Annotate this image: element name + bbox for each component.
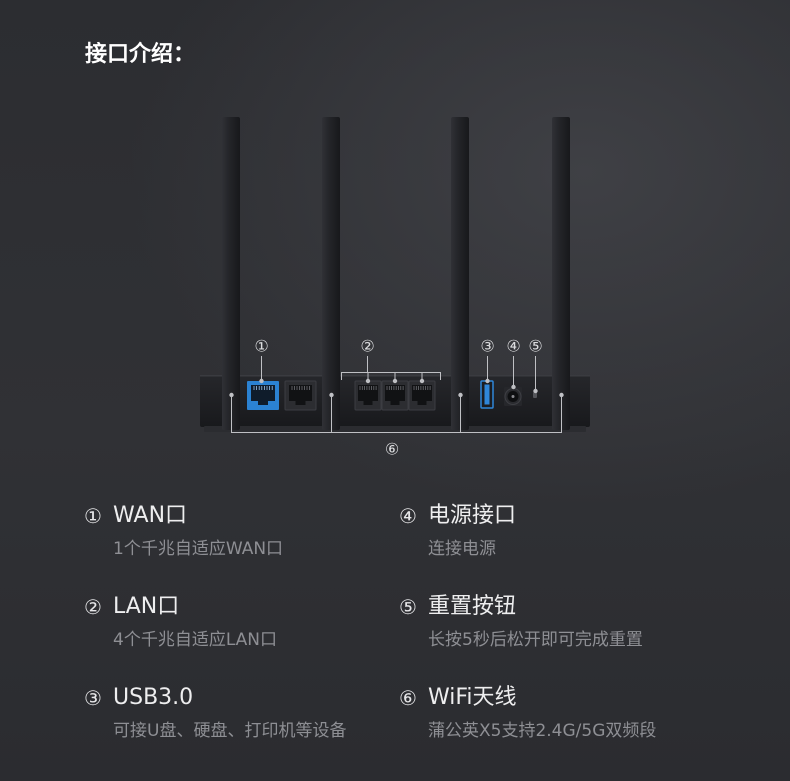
item-heading: ① WAN口: [84, 503, 187, 529]
lan-port-3: [381, 380, 409, 411]
callout-dot-antenna-3: [458, 392, 463, 398]
item-heading: ② LAN口: [84, 594, 179, 620]
interface-item-reset: ⑤ 重置按钮 长按5秒后松开即可完成重置: [399, 594, 719, 656]
interface-item-wan: ① WAN口 1个千兆自适应WAN口: [84, 503, 404, 565]
lan-port-pins: [291, 386, 310, 390]
callout-bracket-lan: [341, 372, 441, 380]
wan-port: [247, 381, 279, 410]
item-heading: ⑤ 重置按钮: [399, 594, 516, 620]
interface-item-usb: ③ USB3.0 可接U盘、硬盘、打印机等设备: [84, 685, 404, 747]
item-number: ⑤: [399, 595, 417, 619]
wan-port-latch: [258, 400, 268, 405]
callout-dot-wan: [259, 378, 264, 384]
reset-button: [533, 392, 537, 398]
callout-label-usb: ③: [480, 337, 494, 356]
power-port: [504, 387, 522, 406]
callout-label-wan: ①: [254, 337, 268, 356]
callout-dot-usb: [485, 378, 490, 384]
item-description: 可接U盘、硬盘、打印机等设备: [113, 721, 347, 741]
callout-label-reset: ⑤: [528, 337, 542, 356]
item-title: WAN口: [113, 503, 188, 528]
interface-item-antenna: ⑥ WiFi天线 蒲公英X5支持2.4G/5G双频段: [399, 685, 719, 747]
antenna-1: [222, 117, 240, 430]
callout-dot-lan-2: [365, 378, 371, 384]
item-title: 电源接口: [428, 503, 517, 528]
router-body-base: [204, 426, 586, 432]
interface-item-power: ④ 电源接口 连接电源: [399, 503, 719, 565]
callout-label-power: ④: [506, 337, 520, 356]
item-heading: ④ 电源接口: [399, 503, 516, 529]
callout-dot-lan-4: [419, 378, 425, 384]
item-title: LAN口: [113, 594, 180, 619]
lan-port-pins: [386, 386, 404, 390]
item-number: ③: [84, 686, 102, 710]
usb-port-tongue: [484, 384, 490, 405]
wan-port-socket: [251, 385, 275, 401]
callout-label-antenna: ⑥: [385, 440, 399, 459]
callout-bracket-antenna: [231, 397, 562, 433]
item-description: 长按5秒后松开即可完成重置: [428, 630, 643, 650]
callout-dot-power: [511, 384, 516, 390]
lan-port-socket: [385, 385, 405, 401]
lan-port-latch: [295, 400, 306, 405]
item-description: 连接电源: [428, 539, 496, 559]
lan-port-pins: [413, 386, 431, 390]
lan-port-socket: [412, 385, 432, 401]
lan-port-pins: [359, 386, 377, 390]
lan-port-socket: [358, 385, 378, 401]
callout-dot-lan-3: [392, 378, 398, 384]
lan-port-latch: [390, 400, 400, 405]
antenna-2: [322, 117, 340, 430]
item-number: ④: [399, 504, 417, 528]
lan-port-socket: [289, 385, 312, 401]
callout-dot-antenna-1: [229, 392, 234, 398]
lan-port-latch: [417, 400, 427, 405]
lan-port-latch: [363, 400, 373, 405]
callout-dot-antenna-2: [329, 392, 334, 398]
interface-item-lan: ② LAN口 4个千兆自适应LAN口: [84, 594, 404, 656]
usb-port: [480, 380, 494, 409]
antenna-3: [451, 117, 469, 430]
item-description: 1个千兆自适应WAN口: [113, 539, 284, 559]
page-title: 接口介绍：: [85, 42, 196, 67]
callout-label-lan: ②: [360, 337, 374, 356]
lan-port-4: [408, 380, 436, 411]
callout-dot-reset: [533, 388, 538, 394]
item-number: ⑥: [399, 686, 417, 710]
router-illustration: ① ② ③ ④ ⑤ ⑥: [200, 117, 590, 459]
item-number: ②: [84, 595, 102, 619]
callout-dots: [229, 378, 564, 398]
wan-port-pins: [253, 386, 273, 390]
power-port-pin: [511, 395, 515, 398]
item-description: 4个千兆自适应LAN口: [113, 630, 278, 650]
item-heading: ③ USB3.0: [84, 685, 193, 711]
antennas: [222, 117, 570, 430]
callout-dot-antenna-4: [559, 392, 564, 398]
item-description: 蒲公英X5支持2.4G/5G双频段: [428, 721, 657, 741]
lan-port-2: [354, 380, 382, 411]
callout-lines: [231, 356, 562, 433]
item-number: ①: [84, 504, 102, 528]
antenna-4: [552, 117, 570, 430]
item-heading: ⑥ WiFi天线: [399, 685, 517, 711]
lan-ports: [284, 380, 436, 411]
item-title: USB3.0: [113, 685, 194, 710]
lan-port-1: [284, 380, 317, 411]
item-title: WiFi天线: [428, 685, 517, 710]
item-title: 重置按钮: [428, 594, 517, 619]
